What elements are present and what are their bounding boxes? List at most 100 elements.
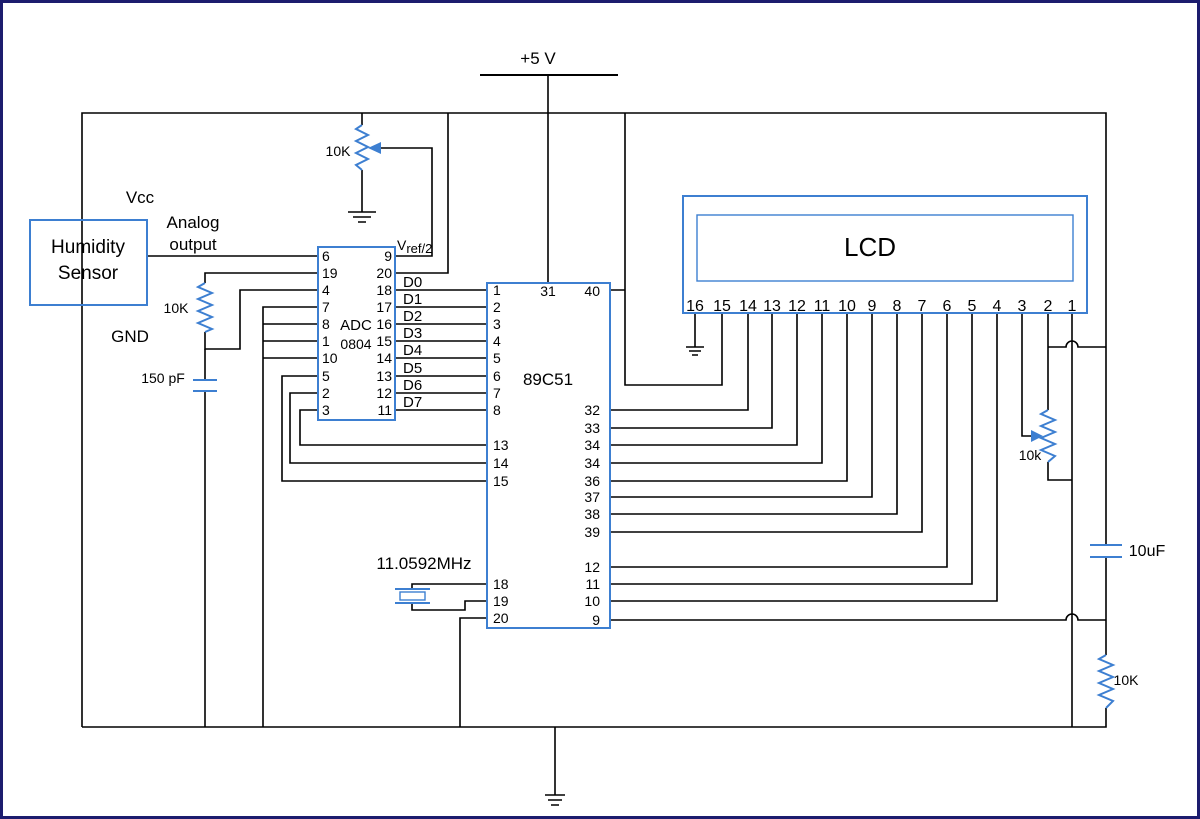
adc-pin-label: 5 — [322, 368, 330, 384]
adc-pin-label: 12 — [376, 385, 392, 401]
lcd-pin-label: 2 — [1044, 298, 1053, 315]
data-line-label: D4 — [403, 342, 422, 359]
adc-pin2-wire — [289, 392, 487, 464]
lcd-pin-label: 5 — [968, 298, 977, 315]
adc-pin4-wire — [204, 289, 318, 350]
lcd-pin2-wire — [1047, 313, 1106, 410]
adc-pin-label: 8 — [322, 316, 330, 332]
adc-ground-bus-wire — [262, 306, 318, 727]
adc-pin-label: 14 — [376, 350, 392, 366]
adc-data-line-labels: D0 D1 D2 D3 D4 D5 D6 D7 — [403, 274, 422, 411]
mcu-pin-label: 4 — [493, 333, 501, 349]
clock-capacitor — [193, 379, 217, 392]
mcu-name: 89C51 — [523, 370, 573, 389]
mcu-pin-label: 34 — [584, 437, 600, 453]
mcu-pin40-wire — [610, 113, 723, 386]
clock-resistor-label: 10K — [164, 300, 190, 316]
vref-label: Vref/2 — [397, 237, 432, 256]
mcu-pin-label: 33 — [584, 420, 600, 436]
data-line-label: D0 — [403, 274, 422, 291]
adc-pin-label: 20 — [376, 265, 392, 281]
crystal-icon — [395, 588, 430, 604]
data-line-label: D3 — [403, 325, 422, 342]
lcd-pin-label: 10 — [838, 298, 856, 315]
mcu-pin-label: 40 — [584, 283, 600, 299]
lcd-label: LCD — [844, 232, 896, 262]
sensor-gnd-label: GND — [111, 327, 149, 346]
adc-pin-label: 13 — [376, 368, 392, 384]
adc-pin-label: 1 — [322, 333, 330, 349]
adc-pin-label: 4 — [322, 282, 330, 298]
lcd-pin-label: 1 — [1068, 298, 1077, 315]
clock-resistor — [195, 282, 215, 333]
lcd-ground-icon — [686, 346, 704, 356]
sensor-name: Humidity — [51, 237, 125, 258]
contrast-pot-bottom-wire — [1047, 462, 1072, 481]
reset-capacitor — [1090, 544, 1122, 558]
contrast-pot-label: 10k — [1019, 447, 1043, 463]
data-line-label: D6 — [403, 377, 422, 394]
adc-vcc-wire — [395, 113, 449, 274]
adc-pin-label: 19 — [322, 265, 338, 281]
mcu-pin-label: 34 — [584, 455, 600, 471]
mcu-pin-label: 31 — [540, 283, 556, 299]
lcd-pin-label: 3 — [1018, 298, 1027, 315]
adc-pin-label: 15 — [376, 333, 392, 349]
mcu-left-pins: 1 2 3 4 5 6 7 8 13 14 15 18 19 20 — [493, 282, 509, 626]
vref-pot-ground-icon — [348, 211, 376, 223]
lcd-module — [682, 195, 1088, 314]
mcu-pin-label: 38 — [584, 506, 600, 522]
main-ground-icon — [545, 794, 565, 806]
adc-pin19-wire — [204, 272, 318, 283]
humidity-sensor — [29, 219, 148, 306]
vref-wiper-wire — [380, 147, 433, 257]
crystal-body — [399, 591, 426, 601]
adc-pin-label: 17 — [376, 299, 392, 315]
sensor-name: Sensor — [58, 263, 119, 284]
adc-pin-label: 16 — [376, 316, 392, 332]
adc-pin-label: 2 — [322, 385, 330, 401]
sensor-vcc-label: Vcc — [126, 188, 155, 207]
lcd-pin-label: 16 — [686, 298, 704, 315]
crystal-plates — [395, 588, 430, 604]
adc-pin-label: 6 — [322, 248, 330, 264]
mcu-pin-label: 10 — [584, 593, 600, 609]
mcu-pin-label: 18 — [493, 576, 509, 592]
adc-chip — [317, 246, 396, 421]
crystal-label: 11.0592MHz — [376, 554, 471, 573]
mcu-pin-label: 39 — [584, 524, 600, 540]
mcu-pin20-wire — [459, 617, 487, 727]
mcu-pin-label: 19 — [493, 593, 509, 609]
vref-subscript: ref/2 — [406, 241, 432, 256]
data-line-label: D1 — [403, 291, 422, 308]
adc-pin-label: 18 — [376, 282, 392, 298]
vref-pot-label: 10K — [326, 143, 352, 159]
adc-right-pins: 9 20 18 17 16 15 14 13 12 11 — [376, 248, 392, 418]
lcd-data-wires — [610, 313, 998, 602]
mcu-pin-label: 36 — [584, 473, 600, 489]
adc-pin-label: 10 — [322, 350, 338, 366]
sensor-output-label: Analog — [167, 213, 220, 232]
adc-pin-label: 7 — [322, 299, 330, 315]
lcd-pin-label: 14 — [739, 298, 757, 315]
adc-pin-label: 3 — [322, 402, 330, 418]
mcu-pin-label: 8 — [493, 402, 501, 418]
ground-rail-wire — [82, 708, 1107, 728]
sensor-output-label: output — [169, 235, 217, 254]
mcu-pin-label: 13 — [493, 437, 509, 453]
mcu-pin-label: 5 — [493, 350, 501, 366]
mcu-pin-label: 15 — [493, 473, 509, 489]
supply-label: +5 V — [520, 49, 556, 68]
adc-pin-label: 11 — [377, 402, 392, 418]
lcd-pin-label: 4 — [993, 298, 1002, 315]
lcd-pin-label: 9 — [868, 298, 877, 315]
lcd-pin-label: 15 — [713, 298, 731, 315]
mcu-pin-label: 11 — [585, 576, 600, 592]
adc-pin-label: 9 — [384, 248, 392, 264]
lcd-pin-label: 6 — [943, 298, 952, 315]
lcd-pins: 16 15 14 13 12 11 10 9 8 7 6 5 4 3 2 1 — [686, 298, 1076, 315]
lcd-pin-label: 7 — [918, 298, 927, 315]
vref-wiper-arrow-icon — [368, 142, 381, 154]
